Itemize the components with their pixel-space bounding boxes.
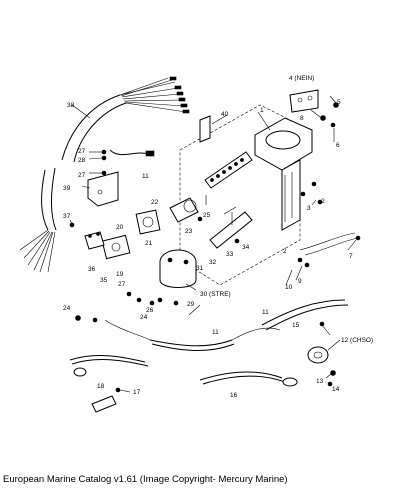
callout-34: 34 [242, 244, 250, 251]
wire-harness-upper [61, 76, 190, 163]
callout-31: 31 [196, 265, 204, 272]
callout-27c: 27 [118, 281, 126, 288]
battery-cable-16 [199, 371, 298, 387]
callout-8: 8 [300, 115, 304, 122]
callout-6: 6 [336, 142, 340, 149]
callout-27b: 27 [78, 172, 86, 179]
callout-3: 3 [307, 205, 311, 212]
callout-40: 40 [221, 111, 229, 118]
callout-2: 2 [321, 198, 325, 205]
callout-labels: 1 2 2 3 4 (NEIN) 5 6 7 8 9 10 11 11 11 1… [63, 75, 373, 399]
battery-cable-lower [69, 355, 149, 377]
switch-panel-19 [101, 234, 131, 260]
callout-38: 38 [67, 102, 75, 109]
callout-19: 19 [116, 271, 124, 278]
callout-5: 5 [337, 99, 341, 106]
callout-39: 39 [63, 185, 71, 192]
callout-10: 10 [285, 284, 293, 291]
callout-7: 7 [349, 253, 353, 260]
image-caption: European Marine Catalog v1.61 (Image Cop… [3, 474, 288, 485]
callout-11c: 11 [212, 329, 219, 336]
callout-29: 29 [187, 301, 195, 308]
callout-18: 18 [97, 383, 105, 390]
callout-26: 26 [146, 307, 154, 314]
plate-40 [199, 115, 211, 143]
callout-4: 4 (NEIN) [289, 75, 314, 82]
fastener-hardware [69, 102, 361, 393]
terminal-block-25 [204, 151, 253, 189]
bracket-4 [289, 89, 319, 113]
main-bracket-1 [254, 117, 313, 231]
callout-12: 12 (CHSO) [341, 337, 373, 344]
callout-14: 14 [332, 386, 340, 393]
terminal-block-33 [209, 211, 253, 249]
starter-solenoid-30 [159, 249, 197, 288]
callout-35: 35 [100, 277, 108, 284]
callout-24b: 24 [140, 314, 148, 321]
exploded-parts-diagram: 1 2 2 3 4 (NEIN) 5 6 7 8 9 10 11 11 11 1… [19, 75, 373, 413]
callout-27: 27 [78, 148, 86, 155]
callout-17: 17 [133, 389, 141, 396]
callout-23: 23 [185, 228, 193, 235]
callout-37: 37 [63, 213, 71, 220]
wire-harness-lower [19, 167, 57, 273]
wire-harness-right [261, 232, 359, 331]
callout-11b: 11 [262, 309, 269, 316]
callout-11: 11 [142, 173, 149, 180]
callout-20: 20 [116, 224, 124, 231]
callout-24: 24 [63, 305, 71, 312]
switch-36 [84, 231, 105, 250]
wire-harness-middle [104, 319, 281, 351]
bracket-39 [87, 171, 119, 207]
callout-9: 9 [298, 278, 302, 285]
callout-2b: 2 [283, 248, 287, 255]
callout-22: 22 [151, 199, 159, 206]
callout-21: 21 [145, 240, 153, 247]
battery-cable-small [109, 149, 155, 157]
callout-16: 16 [230, 392, 238, 399]
callout-28: 28 [78, 157, 86, 164]
callout-30: 30 (STRE) [200, 291, 231, 298]
callout-36: 36 [88, 266, 96, 273]
callout-15: 15 [292, 322, 300, 329]
callout-1: 1 [260, 107, 264, 114]
leader-lines [69, 95, 357, 393]
clip-18 [91, 395, 117, 413]
callout-33: 33 [226, 251, 234, 258]
callout-25: 25 [203, 212, 211, 219]
callout-13: 13 [316, 378, 324, 385]
ignition-switch-22 [135, 197, 199, 235]
callout-32: 32 [209, 259, 217, 266]
circuit-breaker-12 [307, 346, 329, 364]
